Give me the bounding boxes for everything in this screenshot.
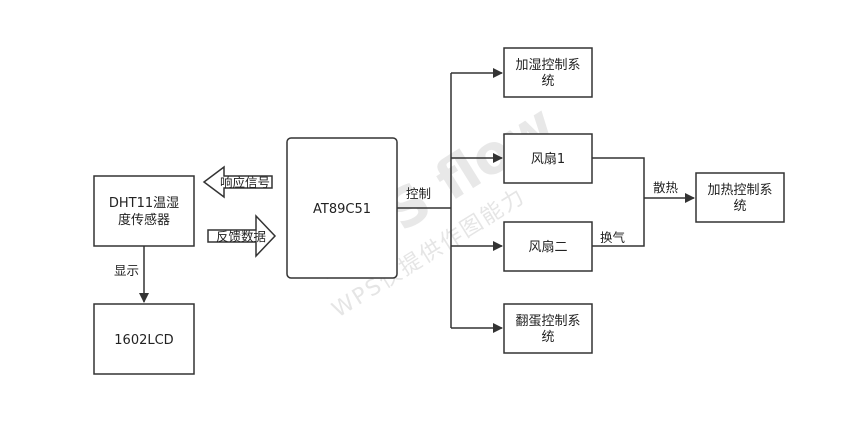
edge-heat-dissipation-label: 散热	[653, 180, 679, 195]
edge-display[interactable]: 显示	[114, 246, 149, 303]
node-heat-label-1: 加热控制系	[707, 183, 772, 198]
node-dht11-label-1: DHT11温湿	[109, 196, 179, 211]
node-fan2[interactable]: 风扇二	[503, 221, 593, 272]
node-dht11-label-2: 度传感器	[118, 212, 170, 228]
node-heat-label-2: 统	[733, 199, 746, 214]
edge-ventilation-label: 换气	[600, 230, 626, 245]
edge-feedback-label: 反馈数据	[216, 229, 266, 244]
node-lcd[interactable]: 1602LCD	[93, 303, 195, 375]
node-fan2-label: 风扇二	[528, 239, 567, 255]
edge-control-label: 控制	[406, 186, 431, 201]
node-humidify[interactable]: 加湿控制系 统	[503, 47, 593, 98]
edge-response-label: 响应信号	[220, 175, 270, 190]
node-fan1-label: 风扇1	[531, 151, 565, 167]
node-heat[interactable]: 加热控制系 统	[695, 172, 785, 223]
node-turn-label-2: 统	[541, 330, 554, 345]
node-dht11[interactable]: DHT11温湿 度传感器	[93, 175, 195, 247]
edge-heat-dissipation[interactable]: 散热	[592, 157, 695, 247]
node-humidify-label-1: 加湿控制系	[515, 58, 580, 73]
node-fan1[interactable]: 风扇1	[503, 133, 593, 184]
edge-control[interactable]: 控制	[397, 68, 503, 333]
node-turn[interactable]: 翻蛋控制系 统	[503, 303, 593, 354]
node-lcd-label: 1602LCD	[114, 333, 173, 348]
edge-ventilation: 换气	[600, 230, 626, 245]
node-mcu[interactable]: AT89C51	[286, 137, 398, 279]
node-turn-label-1: 翻蛋控制系	[515, 314, 580, 329]
edge-feedback[interactable]: 反馈数据	[207, 214, 277, 258]
edge-response[interactable]: 响应信号	[202, 165, 273, 199]
node-humidify-label-2: 统	[541, 74, 554, 89]
edge-display-label: 显示	[114, 263, 139, 278]
node-mcu-label: AT89C51	[313, 202, 371, 217]
